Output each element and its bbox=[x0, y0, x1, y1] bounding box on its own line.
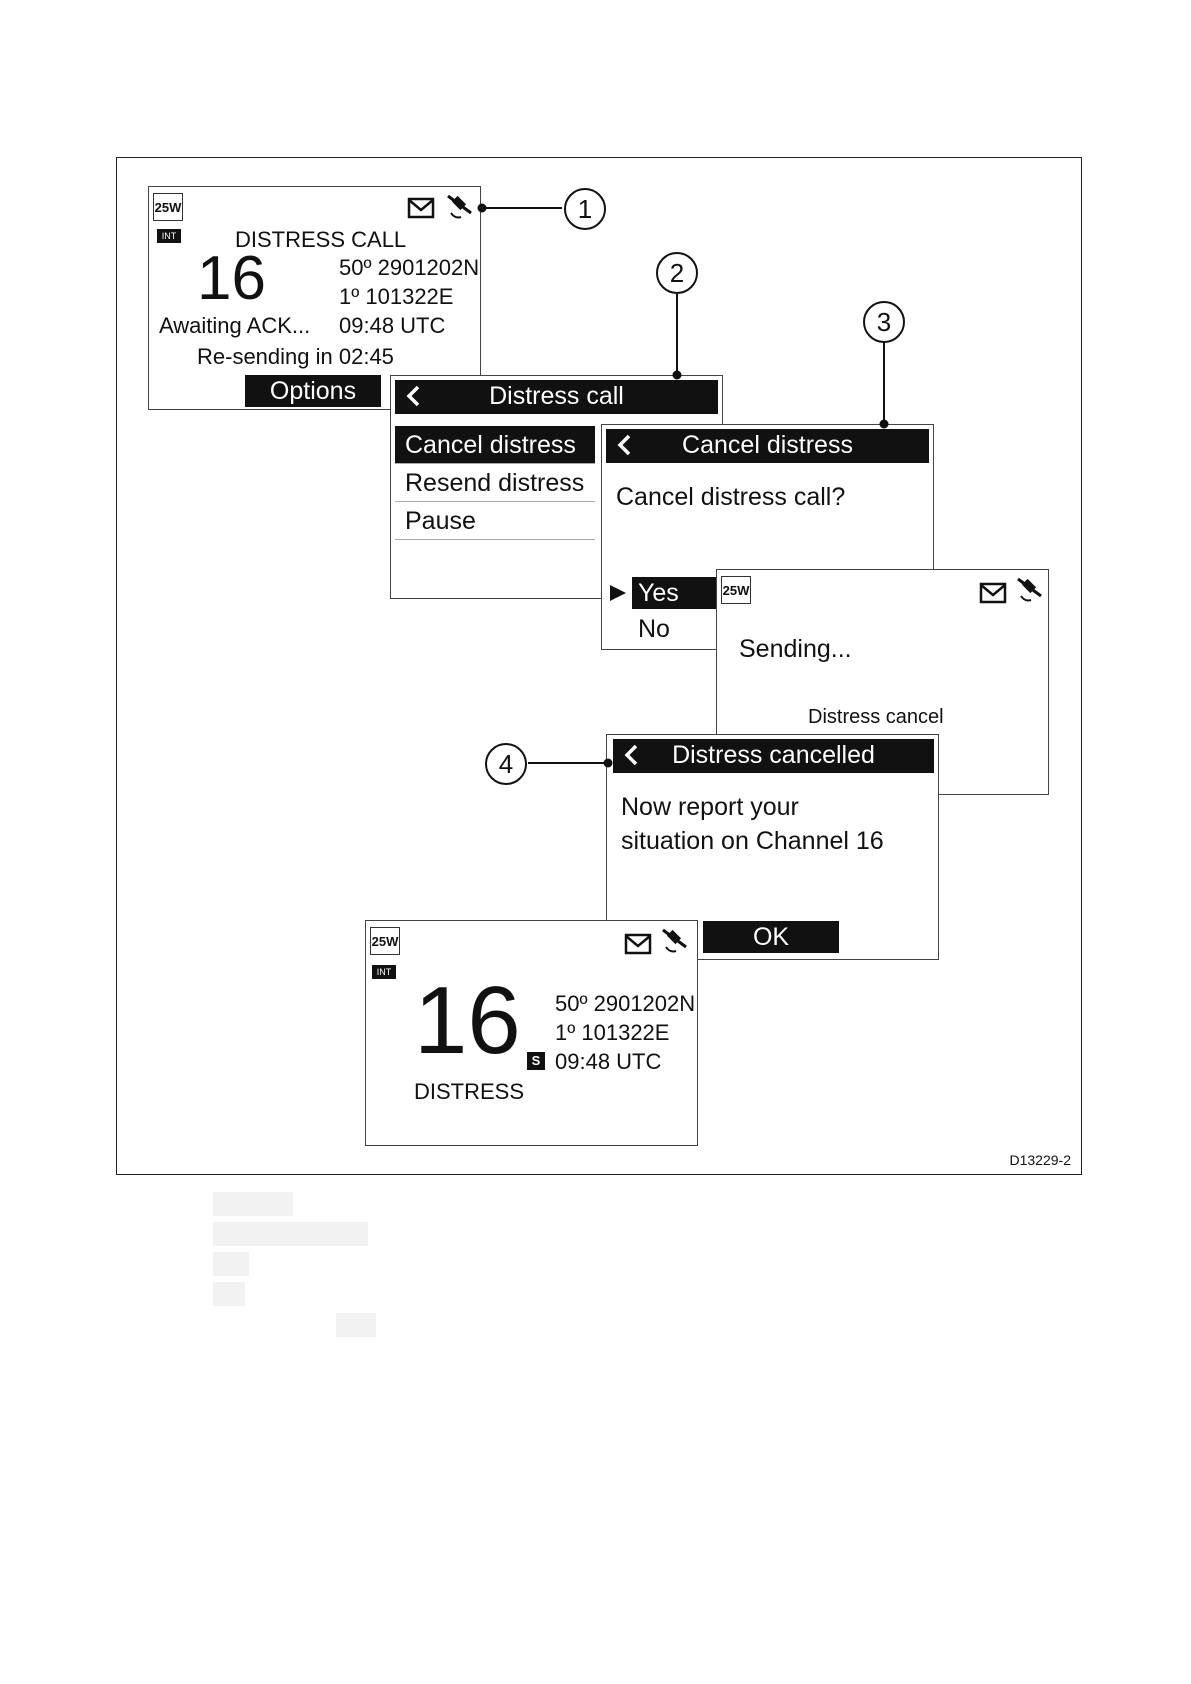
report-line-1: Now report your bbox=[621, 793, 799, 821]
ok-button[interactable]: OK bbox=[703, 921, 839, 953]
channel-number: 16 bbox=[197, 244, 266, 313]
menu-item-label: Resend distress bbox=[405, 469, 585, 497]
cancelled-title-bar: Distress cancelled bbox=[613, 739, 934, 773]
s-badge: S bbox=[527, 1052, 545, 1070]
no-option[interactable]: No bbox=[638, 615, 670, 643]
utc-time: 09:48 UTC bbox=[339, 313, 446, 338]
channel-number: 16 bbox=[414, 967, 521, 1074]
callout-3: 3 bbox=[863, 301, 905, 343]
power-badge: 25W bbox=[153, 193, 183, 221]
sending-status: Sending... bbox=[739, 635, 852, 663]
distress-call-screen: 25W INT DISTRESS CALL 16 50º 2901202N 1º… bbox=[148, 186, 481, 410]
menu-title-bar: Distress call bbox=[395, 380, 718, 414]
callout-4: 4 bbox=[485, 743, 527, 785]
menu-title: Distress call bbox=[489, 382, 624, 410]
awaiting-ack-status: Awaiting ACK... bbox=[159, 313, 311, 338]
callout-1: 1 bbox=[564, 188, 606, 230]
satellite-icon bbox=[662, 928, 687, 953]
power-badge: 25W bbox=[721, 576, 751, 604]
sending-subtitle: Distress cancel bbox=[808, 706, 944, 728]
menu-item-cancel-distress[interactable]: Cancel distress bbox=[395, 426, 595, 464]
triangle-right-icon bbox=[610, 585, 626, 601]
distress-label: DISTRESS bbox=[414, 1079, 525, 1104]
legend-placeholder bbox=[213, 1192, 293, 1216]
longitude: 1º 101322E bbox=[339, 284, 454, 309]
distress-home-screen: 25W INT 16 DISTRESS 50º 2901202N 1º 1013… bbox=[365, 920, 698, 1146]
menu-item-label: Cancel distress bbox=[405, 431, 576, 459]
envelope-icon bbox=[407, 197, 435, 219]
menu-item-label: Pause bbox=[405, 507, 476, 535]
yes-option[interactable]: Yes bbox=[632, 577, 722, 609]
resend-countdown: Re-sending in 02:45 bbox=[197, 344, 394, 369]
satellite-icon bbox=[447, 194, 472, 219]
legend-placeholder bbox=[213, 1282, 245, 1306]
chevron-left-icon[interactable] bbox=[614, 433, 636, 457]
int-badge: INT bbox=[157, 229, 181, 243]
latitude: 50º 2901202N bbox=[339, 255, 480, 280]
diagram-frame: D13229-2 bbox=[116, 157, 1082, 1175]
callout-2: 2 bbox=[656, 252, 698, 294]
legend-placeholder bbox=[336, 1313, 376, 1337]
int-badge: INT bbox=[372, 965, 396, 979]
legend-placeholder bbox=[213, 1222, 368, 1246]
legend-placeholder bbox=[213, 1252, 249, 1276]
cancel-title: Cancel distress bbox=[682, 431, 853, 459]
envelope-icon bbox=[624, 933, 652, 955]
distress-cancelled-screen: Distress cancelled Now report your situa… bbox=[606, 734, 939, 960]
chevron-left-icon[interactable] bbox=[621, 743, 643, 767]
options-button[interactable]: Options bbox=[245, 375, 381, 407]
chevron-left-icon[interactable] bbox=[403, 384, 425, 408]
envelope-icon bbox=[979, 582, 1007, 604]
latitude: 50º 2901202N bbox=[555, 991, 696, 1016]
cancelled-title: Distress cancelled bbox=[672, 741, 875, 769]
menu-item-resend-distress[interactable]: Resend distress bbox=[395, 466, 595, 502]
satellite-icon bbox=[1017, 577, 1042, 602]
utc-time: 09:48 UTC bbox=[555, 1049, 662, 1074]
longitude: 1º 101322E bbox=[555, 1020, 670, 1045]
distress-call-title: DISTRESS CALL bbox=[235, 227, 407, 252]
cancel-title-bar: Cancel distress bbox=[606, 429, 929, 463]
power-badge: 25W bbox=[370, 927, 400, 955]
menu-item-pause[interactable]: Pause bbox=[395, 504, 595, 540]
report-line-2: situation on Channel 16 bbox=[621, 827, 884, 855]
diagram-code: D13229-2 bbox=[1009, 1152, 1072, 1168]
cancel-question: Cancel distress call? bbox=[616, 483, 846, 511]
